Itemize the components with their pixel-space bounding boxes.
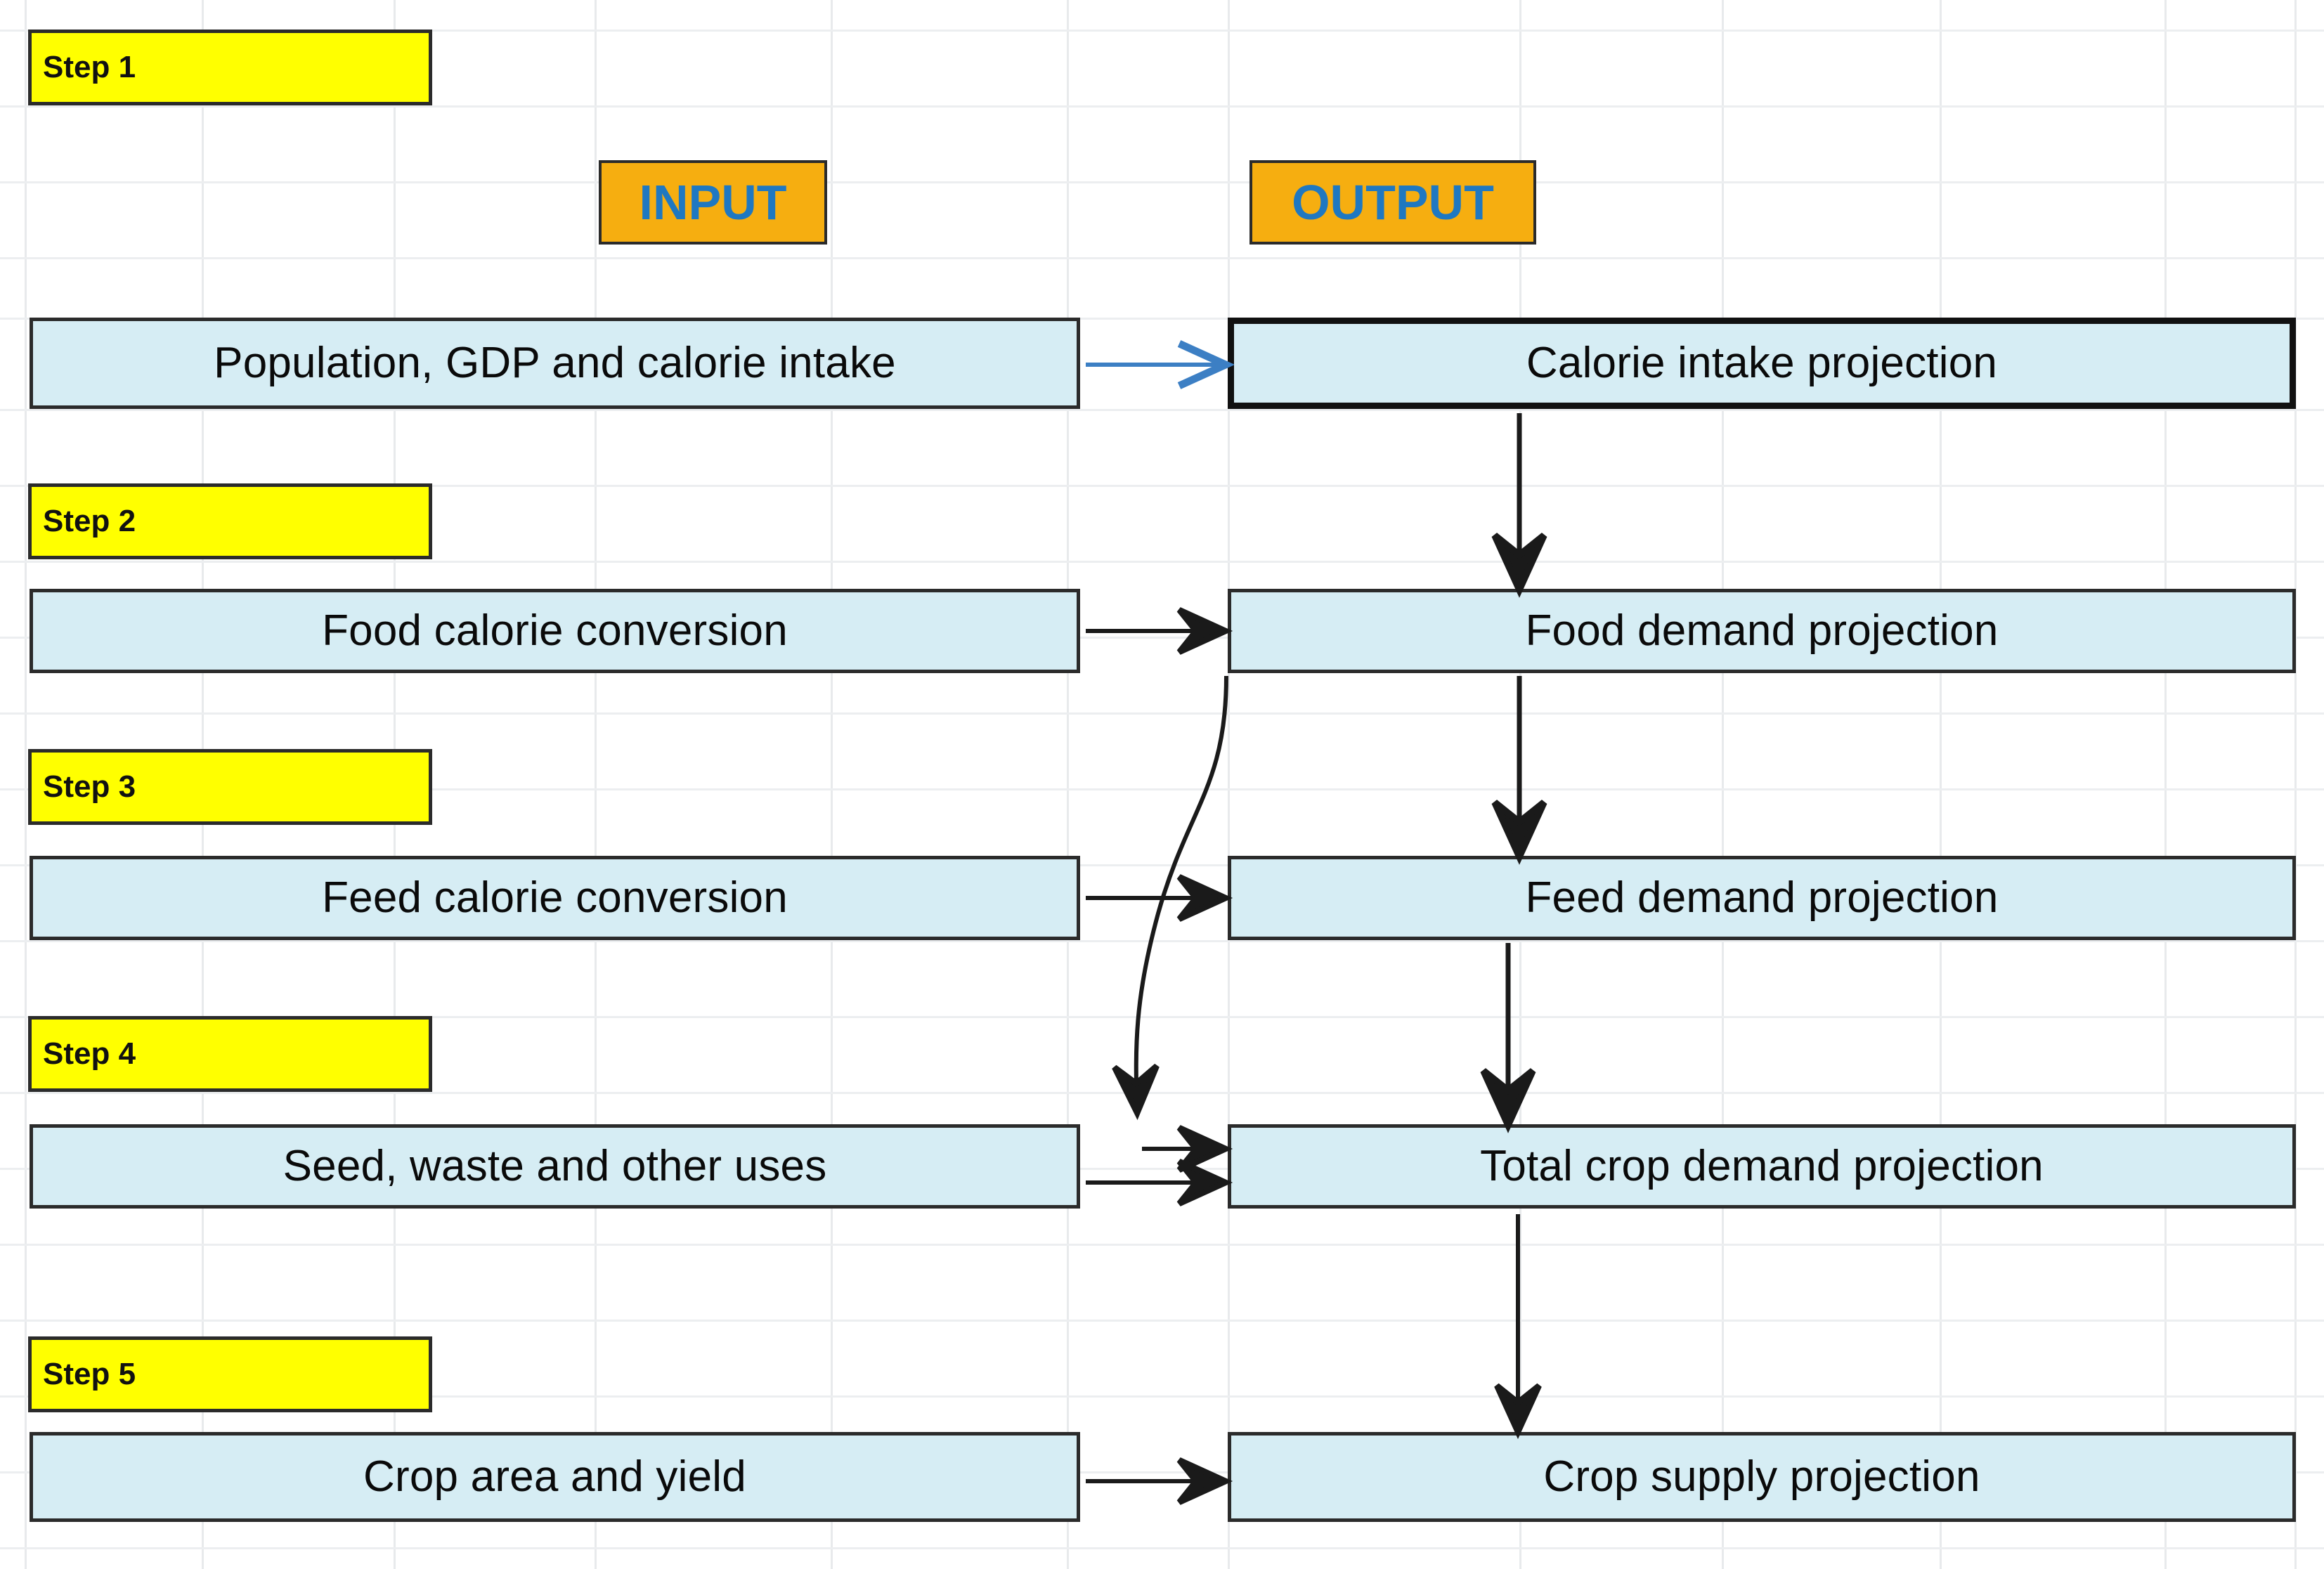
step-badge-1-label: Step 1 bbox=[43, 50, 136, 84]
column-header-input-label: INPUT bbox=[639, 175, 787, 230]
grid-hline bbox=[0, 1471, 2324, 1473]
grid-hline bbox=[0, 30, 2324, 32]
output-box-3-label: Feed demand projection bbox=[1525, 873, 1999, 922]
input-box-2-label: Food calorie conversion bbox=[322, 606, 788, 655]
step-badge-3: Step 3 bbox=[28, 749, 432, 825]
input-box-5-label: Crop area and yield bbox=[363, 1452, 746, 1501]
step-badge-2-label: Step 2 bbox=[43, 504, 136, 538]
grid-vline bbox=[25, 0, 27, 1569]
grid-hline bbox=[0, 1320, 2324, 1322]
output-box-food-demand-projection: Food demand projection bbox=[1228, 589, 2296, 673]
grid-vline bbox=[1228, 0, 1230, 1569]
step-badge-3-label: Step 3 bbox=[43, 769, 136, 804]
column-header-output-label: OUTPUT bbox=[1292, 175, 1494, 230]
input-box-feed-calorie-conversion: Feed calorie conversion bbox=[30, 856, 1080, 940]
step-badge-1: Step 1 bbox=[28, 30, 432, 105]
output-box-2-label: Food demand projection bbox=[1525, 606, 1999, 655]
grid-hline bbox=[0, 1547, 2324, 1549]
grid-vline bbox=[1067, 0, 1069, 1569]
grid-hline bbox=[0, 181, 2324, 183]
grid-hline bbox=[0, 712, 2324, 715]
grid-vline bbox=[1722, 0, 1724, 1569]
step-badge-4: Step 4 bbox=[28, 1016, 432, 1092]
grid-hline bbox=[0, 105, 2324, 108]
step-badge-5: Step 5 bbox=[28, 1336, 432, 1412]
grid-hline bbox=[0, 1168, 2324, 1170]
grid-hline bbox=[0, 318, 2324, 320]
input-box-crop-area-and-yield: Crop area and yield bbox=[30, 1432, 1080, 1522]
step-badge-2: Step 2 bbox=[28, 483, 432, 559]
output-box-1-label: Calorie intake projection bbox=[1526, 339, 1998, 387]
step-badge-5-label: Step 5 bbox=[43, 1357, 136, 1391]
input-box-food-calorie-conversion: Food calorie conversion bbox=[30, 589, 1080, 673]
input-box-3-label: Feed calorie conversion bbox=[322, 873, 788, 922]
grid-hline bbox=[0, 1395, 2324, 1398]
grid-vline bbox=[1940, 0, 1942, 1569]
output-box-5-label: Crop supply projection bbox=[1543, 1452, 1980, 1501]
grid-vline bbox=[595, 0, 597, 1569]
output-box-feed-demand-projection: Feed demand projection bbox=[1228, 856, 2296, 940]
step-badge-4-label: Step 4 bbox=[43, 1036, 136, 1071]
grid-vline bbox=[2164, 0, 2167, 1569]
grid-hline bbox=[0, 485, 2324, 487]
grid-vline bbox=[2294, 0, 2297, 1569]
grid-hline bbox=[0, 1092, 2324, 1094]
input-box-seed-waste-other-uses: Seed, waste and other uses bbox=[30, 1124, 1080, 1209]
grid-hline bbox=[0, 561, 2324, 563]
input-box-population-gdp-calorie-intake: Population, GDP and calorie intake bbox=[30, 318, 1080, 409]
grid-hline bbox=[0, 257, 2324, 259]
column-header-input: INPUT bbox=[599, 160, 827, 245]
column-header-output: OUTPUT bbox=[1249, 160, 1536, 245]
grid-hline bbox=[0, 1244, 2324, 1246]
output-box-4-label: Total crop demand projection bbox=[1480, 1142, 2044, 1190]
grid-vline bbox=[831, 0, 833, 1569]
output-box-total-crop-demand-projection: Total crop demand projection bbox=[1228, 1124, 2296, 1209]
input-box-4-label: Seed, waste and other uses bbox=[283, 1142, 827, 1190]
grid-hline bbox=[0, 409, 2324, 411]
input-box-1-label: Population, GDP and calorie intake bbox=[214, 339, 896, 387]
grid-hline bbox=[0, 637, 2324, 639]
grid-hline bbox=[0, 940, 2324, 942]
output-box-calorie-intake-projection: Calorie intake projection bbox=[1228, 318, 2296, 409]
output-box-crop-supply-projection: Crop supply projection bbox=[1228, 1432, 2296, 1522]
